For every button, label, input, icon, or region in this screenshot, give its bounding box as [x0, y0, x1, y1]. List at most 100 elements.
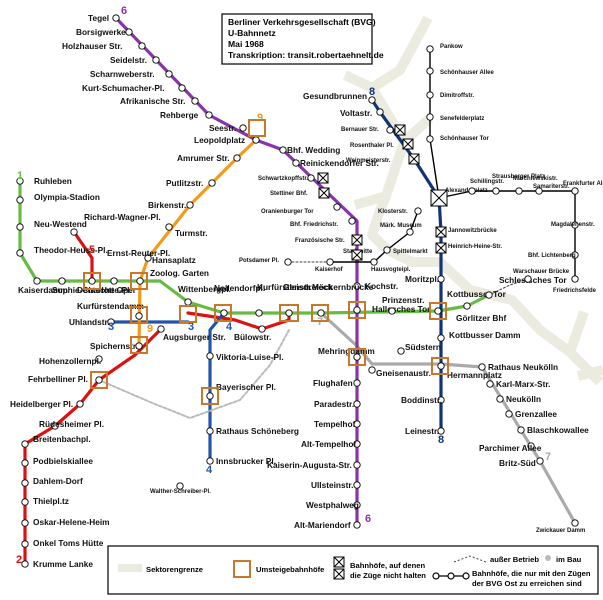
station-dot: [186, 201, 194, 209]
station-dot: [76, 400, 84, 408]
station-label: Ullsteinstr.: [311, 480, 353, 490]
station-label: Rehberge: [160, 110, 199, 120]
station-dot: [414, 207, 422, 215]
station-dot: [496, 395, 504, 403]
station-label: Grenzallee: [515, 409, 557, 419]
station-label: Friedrichsfelde: [553, 288, 597, 294]
station-label: Hausvogteipl.: [371, 267, 411, 273]
station-label: Bayerischer Pl.: [216, 382, 276, 392]
station-label: Uhlandstr.: [69, 317, 110, 327]
legend-no-stop-text-1: Bahnhöfe, auf denen: [350, 561, 425, 570]
station-label: Zwickauer Damm: [536, 528, 585, 534]
legend-transfer-text: Umsteigebahnhöfe: [256, 565, 324, 574]
station-dot: [383, 246, 391, 254]
station-dot: [353, 353, 361, 361]
station-label: Bülowstr.: [234, 332, 271, 342]
line-number-label: 5: [89, 244, 95, 256]
station-dot: [368, 366, 376, 374]
station-label: Augsburger Str.: [163, 332, 226, 342]
station-label: Podbielskiallee: [33, 456, 93, 466]
station-dot: [58, 277, 66, 285]
station-label: Schlesisches Tor: [499, 275, 567, 285]
station-dot: [16, 196, 24, 204]
station-dot: [178, 84, 186, 92]
station-label: Voltastr.: [340, 108, 372, 118]
station-label: Französische Str.: [295, 238, 345, 244]
station-dot: [426, 91, 434, 99]
line-number-label: 3: [188, 321, 194, 333]
station-label: Schillingstr.: [470, 179, 504, 185]
station-label: Heinrich-Heine-Str.: [448, 244, 502, 250]
station-dot: [284, 258, 292, 266]
station-label: Thielpl.tz: [33, 496, 69, 506]
transfer-markers: [83, 119, 449, 405]
station-label: Alexanderplatz: [445, 188, 488, 194]
station-label: Rathaus Schöneberg: [216, 426, 299, 436]
station-label: Ernst-Reuter-Pl.: [107, 248, 170, 258]
station-label: Neukölln: [506, 394, 541, 404]
station-dot: [426, 113, 434, 121]
station-dot: [21, 540, 29, 548]
station-dot: [112, 14, 120, 22]
station-label: Stettiner Bhf.: [270, 191, 308, 197]
station-label: Frankfurter Allee: [563, 181, 603, 187]
station-dot: [536, 457, 544, 465]
title-line-2: U-Bahnnetz: [228, 28, 276, 38]
station-label: Hansaplatz: [152, 255, 196, 265]
station-dot: [437, 396, 445, 404]
station-label: Birkenstr.: [148, 200, 186, 210]
station-dot: [51, 422, 59, 430]
station-label: Putlitzstr.: [166, 178, 203, 188]
station-dot: [136, 277, 144, 285]
station-dot: [191, 97, 199, 105]
station-label: Marchlewskistr.: [513, 176, 558, 182]
station-label: Seestr.: [209, 123, 236, 133]
station-label: Leinestr.: [405, 426, 439, 436]
station-dot: [353, 306, 361, 314]
station-dot: [21, 440, 29, 448]
line-number-label: 1: [17, 170, 23, 182]
station-label: Innsbrucker Pl.: [216, 456, 276, 466]
line-number-label: 4: [226, 321, 233, 333]
station-dot: [353, 420, 361, 428]
legend-east-text-1: Bahnhöfe, die nur mit den Zügen: [472, 569, 591, 578]
legend-out-of-service-icon: [453, 555, 487, 563]
station-label: Kaiserdamm: [18, 285, 68, 295]
station-dot: [386, 126, 394, 134]
station-dot: [33, 277, 41, 285]
station-label: Heidelberger Pl.: [10, 399, 73, 409]
station-dot: [107, 318, 115, 326]
line-9: [137, 138, 258, 348]
station-label: Mehringdamm: [318, 346, 375, 356]
station-label: Holzhauser Str.: [62, 41, 122, 51]
station-label: Theodor-Heuss-Pl.: [34, 245, 108, 255]
station-label: Schönhauser Tor: [440, 136, 490, 142]
station-label: Kaiserin-Augusta-Str.: [267, 460, 352, 470]
station-label: Borsigwerke: [76, 27, 126, 37]
station-label: Bhf. Friedrichstr.: [290, 222, 338, 228]
station-label: Leopoldplatz: [194, 135, 245, 145]
station-label: Breitenbachpl.: [33, 434, 91, 444]
station-dot: [285, 309, 293, 317]
station-dot: [21, 498, 29, 506]
station-dot: [353, 440, 361, 448]
station-label: Spichernstr.: [90, 341, 138, 351]
station-dot: [279, 146, 287, 154]
station-label: Scharnweberstr.: [90, 69, 155, 79]
station-dot: [485, 291, 493, 299]
station-dot: [370, 258, 378, 266]
station-label: Reinickendorfer Str.: [300, 158, 379, 168]
station-dot: [135, 312, 143, 320]
station-dot: [437, 362, 445, 370]
station-label: Wittenbergpl.: [178, 284, 231, 294]
line-number-label: 8: [369, 86, 375, 98]
station-label: Kottbusser Tor: [447, 289, 507, 299]
station-dot: [21, 479, 29, 487]
station-dot: [353, 282, 361, 290]
station-label: Tegel: [88, 13, 109, 23]
legend-border-text: Sektorengrenze: [146, 565, 203, 574]
station-dot: [353, 461, 361, 469]
station-label: Dimitroffstr.: [440, 93, 474, 99]
